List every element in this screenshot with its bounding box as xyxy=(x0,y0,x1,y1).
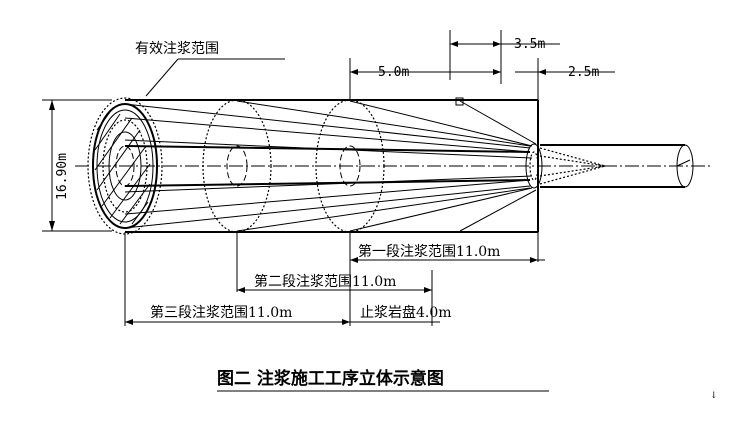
stage3-arrow-left xyxy=(125,319,133,325)
marker-square xyxy=(455,97,464,106)
dim35-label: 3.5m xyxy=(514,37,545,52)
borehole-upper xyxy=(124,145,531,153)
effective-range-label: 有效注浆范围 xyxy=(135,40,219,57)
stage3-label: 第三段注浆范围11.0m xyxy=(150,304,292,321)
stage1-arrow-right xyxy=(530,257,538,263)
stage3-arrow-right xyxy=(342,319,350,325)
dim25-label: 2.5m xyxy=(568,65,599,80)
effective-range-leader xyxy=(145,58,179,97)
dim25-arrow xyxy=(538,69,546,75)
face-fan-dotted xyxy=(539,147,606,185)
dim50-arrow-left xyxy=(350,69,358,75)
height-arrow-bottom xyxy=(49,221,55,231)
stage2-arrow-left xyxy=(237,287,245,293)
dim50-label: 5.0m xyxy=(378,65,409,80)
stage2-arrow-right xyxy=(424,287,432,293)
grout-fan-lines xyxy=(124,100,537,232)
dim35-arrow-left xyxy=(450,41,458,47)
stage2-label: 第二段注浆范围11.0m xyxy=(254,273,396,290)
grout-stop-label: 止浆岩盘4.0m xyxy=(360,304,452,321)
dim35-arrow-right xyxy=(493,41,501,47)
stage1-label: 第一段注浆范围11.0m xyxy=(358,243,500,260)
height-label: 16.90m xyxy=(55,153,70,200)
paragraph-marker: ↓ xyxy=(710,391,718,401)
section-hatch xyxy=(94,111,151,225)
dim50-arrow-right xyxy=(493,69,501,75)
height-arrow-top xyxy=(49,100,55,110)
existing-tunnel-cut xyxy=(676,159,691,167)
stage1-arrow-left xyxy=(350,257,358,263)
figure-caption: 图二 注浆施工工序立体示意图 xyxy=(217,368,444,389)
borehole-lower xyxy=(124,179,531,187)
